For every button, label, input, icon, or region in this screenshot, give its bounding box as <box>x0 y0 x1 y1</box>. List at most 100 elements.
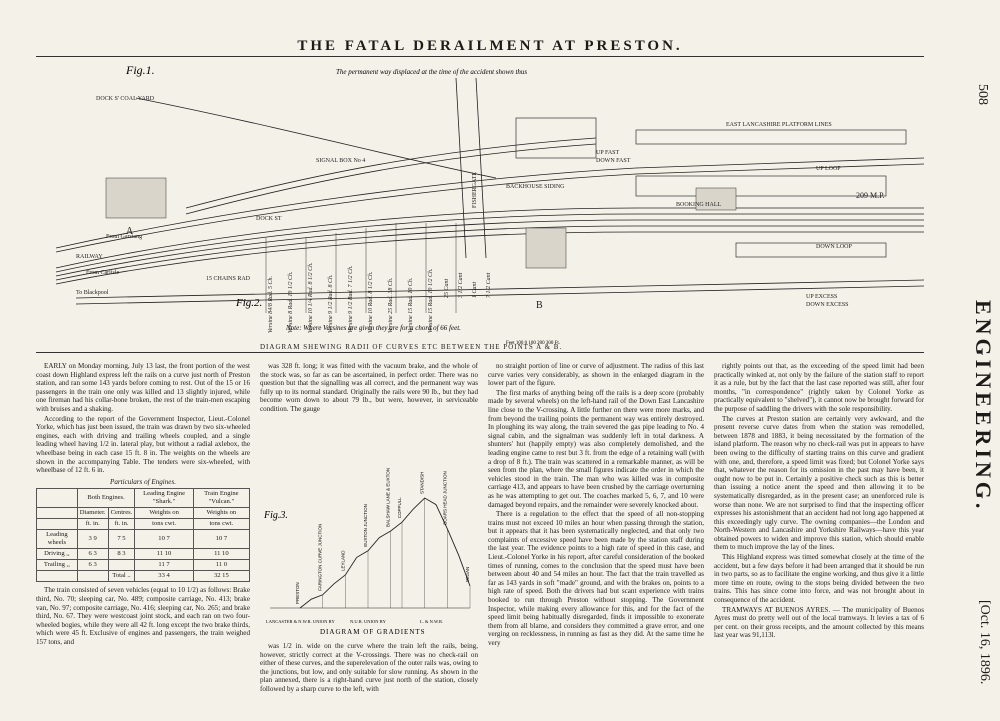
table-header: Leading Engine "Shark." <box>134 488 194 509</box>
table-header <box>36 488 78 509</box>
column-4: rightly points out that, as the exceedin… <box>714 362 924 717</box>
map-label: DOWN LOOP <box>816 244 852 250</box>
column-2: was 328 ft. long; it was fitted with the… <box>260 362 478 717</box>
gradient-station-label: PRESTON <box>295 582 300 604</box>
magazine-name: ENGINEERING. <box>971 300 996 513</box>
gradient-station-label: FARINGTON CURVE JUNCTION <box>318 524 323 591</box>
map-label: 15 CHAINS RAD <box>206 276 251 282</box>
map-label: DOCK ST <box>256 216 282 222</box>
gradient-station-label: STANDISH <box>420 472 425 494</box>
map-label: UP LOOP <box>816 166 841 172</box>
table-subheader: Weights on <box>192 507 250 520</box>
issue-date: [Oct. 16, 1896. <box>977 600 992 685</box>
map-label: From Garstang <box>106 234 142 240</box>
column-1: EARLY on Monday morning, July 13 last, t… <box>36 362 250 717</box>
map-label: DOCK S' COAL YARD <box>96 96 155 102</box>
radius-label: 3 1/2 Cant <box>458 272 464 299</box>
radius-label: Versine 9 1/2 Rad. 7 1/2 Ch. <box>348 265 354 333</box>
gradient-station-label: WIGAN <box>465 567 470 582</box>
map-label: BOOKING HALL <box>676 202 721 208</box>
radius-label: Versine 25 Rad. 38 Ch. <box>388 278 394 333</box>
track-plan-svg: Fig.1. The permanent way displaced at th… <box>36 58 925 348</box>
page-number: 508 <box>975 84 990 105</box>
map-label: RAILWAY <box>76 254 103 260</box>
radius-label: 1 Cant <box>472 281 478 298</box>
map-label: BACKHOUSE SIDING <box>506 184 565 190</box>
map-label: SIGNAL BOX No 4 <box>316 158 365 164</box>
radius-label: Versine 10 Rad. 8 1/2 Ch. <box>368 272 374 334</box>
gradient-station-label: LEYLAND <box>340 550 345 571</box>
map-label: UP FAST <box>596 150 620 156</box>
gradient-station-label: COPPULL <box>397 497 402 519</box>
map-label: EAST LANCASHIRE PLATFORM LINES <box>726 122 832 128</box>
top-rule <box>36 56 924 57</box>
paragraph: The first marks of anything being off th… <box>488 388 704 509</box>
paragraph: The curves at Preston station are certai… <box>714 414 924 552</box>
mid-rule <box>36 352 924 353</box>
gradient-station-label: BALSHAW LANE & EUXTON <box>386 468 391 527</box>
point-b-label: B <box>536 300 543 311</box>
table-header: Both Engines. <box>76 488 136 509</box>
paragraph: According to the report of the Governmen… <box>36 414 250 475</box>
radius-label: 25 Cant <box>444 278 450 298</box>
column-3: no straight portion of line or curve of … <box>488 362 704 717</box>
paragraph: was 328 ft. long; it was fitted with the… <box>260 362 478 413</box>
map-label: DOWN FAST <box>596 158 631 164</box>
gradient-profile-line <box>299 497 471 609</box>
fig3-label: Fig.3. <box>263 510 288 521</box>
track-plan-figure: Fig.1. The permanent way displaced at th… <box>36 58 925 348</box>
page-title: THE FATAL DERAILMENT AT PRESTON. <box>297 38 683 54</box>
gradient-caption: DIAGRAM OF GRADIENTS <box>320 628 426 636</box>
tramways-body: — The municipality of Buenos Ayres must … <box>714 605 924 640</box>
radius-label: 7 1/2 Cant <box>486 272 492 298</box>
table-header: Train Engine "Vulcan." <box>192 488 250 509</box>
permanent-way-note: The permanent way displaced at the time … <box>336 68 527 76</box>
tramways-heading: TRAMWAYS AT BUENOS AYRES. <box>722 605 831 614</box>
paragraph: no straight portion of line or curve of … <box>488 362 704 388</box>
paragraph: The train consisted of seven vehicles (e… <box>36 586 250 646</box>
map-label: UP EXCESS <box>806 294 837 300</box>
fig2-label: Fig.2. <box>235 297 262 309</box>
radius-label: Versine 10 1/4 Rad. 8 1/2 Ch. <box>307 262 314 333</box>
gradient-bottom-label: LANCASTER & N.W.R. UNION BY <box>266 619 335 624</box>
gradient-bottom-label: N.U.R. UNION BY <box>350 619 387 624</box>
table-unit: ft. in. <box>107 518 136 531</box>
engines-table-title: Particulars of Engines. <box>109 477 176 486</box>
gradient-station-label: BOARS HEAD JUNCTION <box>442 471 447 525</box>
figure-caption: DIAGRAM SHEWING RADII OF CURVES ETC BETW… <box>260 343 563 351</box>
table-unit: tons cwt. <box>192 518 250 531</box>
scale-label: Feet 100 0 100 200 300 Ft. <box>506 341 560 346</box>
table-unit: tons cwt. <box>134 518 194 531</box>
table-subheader: Diameter. <box>76 507 109 520</box>
radius-label: Versine 9 1/2 Rad. 8 Ch. <box>328 275 334 334</box>
map-label: 209 M.P. <box>856 191 885 200</box>
map-label: DOWN EXCESS <box>806 302 849 308</box>
map-label: FISHERGATE <box>472 172 478 208</box>
paragraph: rightly points out that, as the exceedin… <box>714 362 924 413</box>
gradient-svg: Fig.3. DIAGRAM OF GRADIENTS LANCASTER & … <box>263 468 471 636</box>
paragraph: was 1/2 in. wide on the curve where the … <box>260 642 478 693</box>
gradient-bottom-label: L. & N.W.R. <box>420 619 443 624</box>
gradient-diagram: Fig.3. DIAGRAM OF GRADIENTS LANCASTER & … <box>260 458 478 638</box>
radius-label: Versine 15 Rad. 10 Ch. <box>408 278 414 333</box>
table-subheader: Weights on <box>134 507 194 520</box>
paragraph: EARLY on Monday morning, July 13 last, t… <box>36 362 250 413</box>
radius-label: Versine 8 Rad. 10 1/2 Ch. <box>288 272 294 334</box>
radius-label: Versine 15 Rad. 10 1/2 Ch. <box>428 269 434 334</box>
map-label: To Blackpool <box>76 290 109 296</box>
paragraph: This Highland express was timed somewhat… <box>714 553 924 605</box>
gradient-station-label: EUXTON JUNCTION <box>363 504 368 547</box>
versine-note: Note: Where Versines are given they are … <box>285 324 461 332</box>
paragraph: There is a regulation to the effect that… <box>488 510 704 647</box>
radius-label: Versine 84/8 Rad. 5 Ch. <box>267 276 274 333</box>
article-columns: EARLY on Monday morning, July 13 last, t… <box>36 362 924 717</box>
map-label: From Carlisle <box>86 270 120 276</box>
point-a-label: A <box>126 226 134 237</box>
fig1-label: Fig.1. <box>125 63 155 77</box>
table-subheader: Centres. <box>107 507 136 520</box>
engines-table: Both Engines. Leading Engine "Shark." Tr… <box>36 488 250 583</box>
